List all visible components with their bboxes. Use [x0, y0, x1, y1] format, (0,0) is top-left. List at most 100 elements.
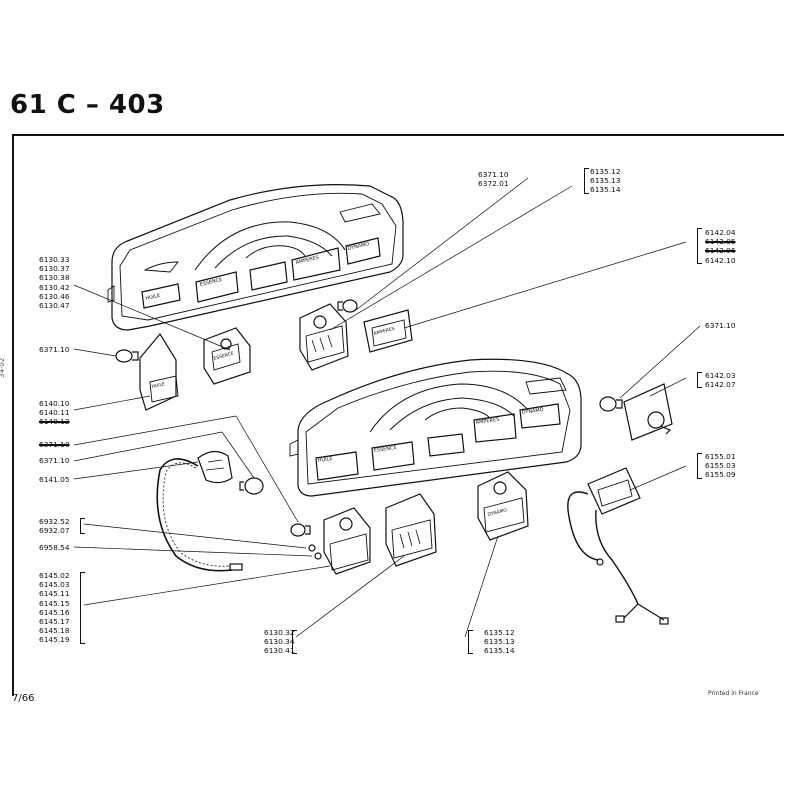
gauge-module-lower-right [477, 471, 529, 541]
callout-line: 6135.13 [484, 637, 515, 647]
callout-line: 6130.37 [39, 264, 70, 274]
callout-6932: 6932.52 6932.07 [39, 517, 70, 535]
callout-6130-top: 6130.33 6130.37 6130.38 6130.42 6130.46 … [39, 255, 70, 310]
module-label: HUILE [151, 381, 165, 390]
lower-gauge-label: ESSENCE [373, 445, 397, 454]
upper-gauge-windows [141, 237, 381, 309]
callout-line: 6135.13 [590, 176, 621, 186]
callout-line: 6142.07 [705, 380, 736, 390]
diagram-frame [12, 134, 784, 696]
switch-6155-with-harness [567, 467, 669, 625]
callout-line: 6932.52 [39, 517, 70, 526]
callout-line: 6135.12 [484, 628, 515, 637]
callout-6371-mid: 6371.10 6371.10 [39, 440, 70, 465]
callout-line: 6155.01 [705, 452, 736, 461]
lower-window-huile [315, 451, 359, 481]
brace-6142-top [697, 228, 702, 264]
brace-6155 [697, 453, 702, 479]
callout-line: 6130.33 [39, 255, 70, 264]
callout-line: 6155.09 [705, 470, 736, 480]
callout-line: 6371.10 [478, 170, 509, 179]
lower-instrument-panel [289, 358, 582, 497]
callout-line-struck: 6140.12 [39, 417, 70, 427]
callout-6130-bottom: 6130.32 6130.34 6130.41 [264, 628, 295, 656]
callout-line: 6372.01 [478, 179, 509, 189]
upper-instrument-panel [107, 184, 404, 331]
callout-6371-top: 6371.10 6372.01 [478, 170, 509, 188]
callout-line: 6130.46 [39, 291, 70, 301]
gauge-module-lower-center [385, 493, 437, 567]
bulb-right [599, 396, 623, 412]
callout-line: 6145.16 [39, 607, 70, 617]
gauge-module-upper-right [363, 309, 413, 353]
upper-window-dynamo [345, 237, 381, 265]
callout-line: 6155.03 [705, 461, 736, 471]
callout-line: 6371.10 [39, 456, 70, 466]
printed-note: Printed in France [708, 690, 759, 697]
brace-6130-bottom [292, 630, 297, 654]
lower-gauge-windows [315, 403, 561, 481]
gauge-module-lower-left [323, 507, 371, 575]
upper-window-amperes [291, 247, 341, 281]
callout-line: 6145.02 [39, 571, 70, 580]
callout-line: 6145.19 [39, 635, 70, 645]
lower-gauge-label: AMPERES [475, 417, 499, 426]
callout-line: 6142.10 [705, 255, 736, 265]
lower-window-amperes [473, 413, 517, 443]
callout-line: 6130.42 [39, 282, 70, 292]
callout-line: 6135.12 [590, 167, 621, 176]
lower-gauge-label: HUILE [317, 456, 333, 464]
callout-line-struck: 6142.06 [705, 246, 736, 256]
gauge-holder-left [139, 332, 179, 411]
bulb-left [115, 349, 139, 363]
plate-6142 [623, 383, 673, 441]
callout-line: 6142.04 [705, 228, 736, 237]
callout-6371-right: 6371.10 [705, 321, 736, 330]
page-number: 7/66 [12, 693, 35, 704]
brace-6142-03 [697, 372, 702, 388]
callout-6155: 6155.01 6155.03 6155.09 [705, 452, 736, 480]
margin-note: 34-02 [0, 357, 6, 378]
module-label: DYNAMO [487, 507, 508, 518]
callout-line: 6958.54 [39, 543, 70, 552]
callout-line: 6371.10 [705, 321, 736, 330]
callout-line: 6145.11 [39, 589, 70, 599]
upper-gauge-label: AMPERES [295, 255, 319, 266]
callout-line: 6135.14 [590, 185, 621, 195]
bulb-6141 [239, 477, 264, 495]
callout-line: 6145.15 [39, 598, 70, 608]
callout-line: 6130.34 [264, 637, 295, 647]
lower-gauge-labels: HUILE ESSENCE AMPERES DYNAMO [317, 407, 544, 464]
callout-line: 6145.18 [39, 626, 70, 636]
gauge-module-upper-center [299, 303, 349, 371]
callout-line: 6140.10 [39, 399, 70, 408]
upper-window-essence [195, 271, 239, 303]
callout-line-struck: 6371.10 [39, 440, 70, 449]
leader-lines [73, 177, 701, 638]
lower-gauge-label: DYNAMO [521, 407, 544, 416]
callout-line: 6932.07 [39, 526, 70, 536]
upper-gauge-label: DYNAMO [347, 241, 370, 252]
brace-6135-bottom [468, 630, 473, 654]
callout-line: 6140.11 [39, 408, 70, 418]
callout-6135-top: 6135.12 6135.13 6135.14 [590, 167, 621, 195]
callout-6141: 6141.05 [39, 475, 70, 484]
brace-6145 [80, 572, 85, 644]
sheet-title: 61 C – 403 [10, 90, 165, 120]
bulb-socket-cable [156, 450, 243, 572]
lower-window-dynamo [519, 403, 561, 429]
upper-gauge-label: HUILE [145, 293, 161, 302]
callout-6135-bottom: 6135.12 6135.13 6135.14 [484, 628, 515, 656]
lower-window-essence [371, 441, 415, 471]
gauge-module-upper-left [203, 327, 251, 385]
callout-line: 6141.05 [39, 475, 70, 484]
bulb-upper-center [337, 299, 358, 313]
callout-line: 6145.17 [39, 616, 70, 626]
brace-6932 [80, 518, 85, 534]
callout-6142-03: 6142.03 6142.07 [705, 371, 736, 389]
callout-line: 6130.38 [39, 273, 70, 283]
upper-window-center [249, 261, 288, 291]
callout-6371-left: 6371.10 [39, 345, 70, 354]
bulb-lower-left [290, 523, 311, 537]
